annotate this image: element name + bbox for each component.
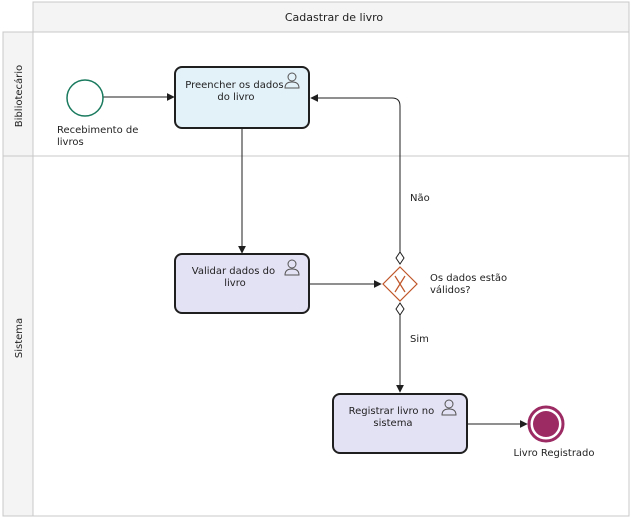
start-event[interactable] <box>66 79 104 117</box>
pool-header-background <box>32 1 630 33</box>
start-event-label-line-1: Recebimento de <box>57 125 138 136</box>
task-validar-dados[interactable]: Validar dados do livro <box>174 253 310 314</box>
lane-sistema <box>32 155 630 517</box>
task-preencher-box[interactable] <box>174 66 310 129</box>
lane-header-sistema <box>2 155 34 517</box>
end-event-inner-fill <box>533 411 559 437</box>
user-icon <box>284 259 300 276</box>
start-event-label-line-2: livros <box>57 137 84 148</box>
pool-title: Cadastrar de livro <box>285 11 384 24</box>
flow-label-no: Não <box>410 193 430 204</box>
task-preencher-label: Preencher os dados do livro <box>185 80 287 103</box>
task-validar-box[interactable] <box>174 253 310 314</box>
end-event[interactable] <box>527 405 565 443</box>
end-event-label: Livro Registrado <box>513 448 594 459</box>
exclusive-gateway[interactable] <box>382 266 418 302</box>
task-registrar-label-line-1: Registrar livro no <box>349 406 435 417</box>
task-registrar-livro[interactable]: Registrar livro no sistema <box>332 393 468 454</box>
flow-label-yes: Sim <box>410 334 429 345</box>
task-validar-label: Validar dados do livro <box>192 266 279 289</box>
user-icon <box>441 399 457 416</box>
task-registrar-label-line-2: sistema <box>373 418 412 429</box>
condition-marker-yes <box>395 302 405 316</box>
task-preencher-label-line-1: Preencher os dados <box>185 80 283 91</box>
lane-label-sistema: Sistema <box>14 318 25 358</box>
sequence-flows <box>103 93 528 428</box>
lane-bibliotecario <box>32 31 630 157</box>
task-registrar-label: Registrar livro no sistema <box>349 406 438 429</box>
gateway-label-line-1: Os dados estão <box>430 273 507 284</box>
user-icon <box>284 72 300 89</box>
condition-marker-no <box>395 251 405 265</box>
gateway-x-marker-icon <box>394 275 406 293</box>
lane-label-bibliotecario: Bibliotecário <box>13 65 25 127</box>
flow-gateway-to-preencher-no <box>310 94 401 258</box>
task-validar-label-line-1: Validar dados do <box>192 266 275 277</box>
start-event-label: Recebimento de livros <box>57 125 142 148</box>
lane-header-bibliotecario <box>2 31 34 157</box>
gateway-label-line-2: válidos? <box>430 284 471 296</box>
task-validar-label-line-2: livro <box>224 278 245 289</box>
task-preencher-label-line-2: do livro <box>217 92 254 103</box>
gateway-label: Os dados estão válidos? <box>430 273 510 296</box>
task-registrar-box[interactable] <box>332 393 468 454</box>
task-preencher-dados[interactable]: Preencher os dados do livro <box>174 66 310 129</box>
